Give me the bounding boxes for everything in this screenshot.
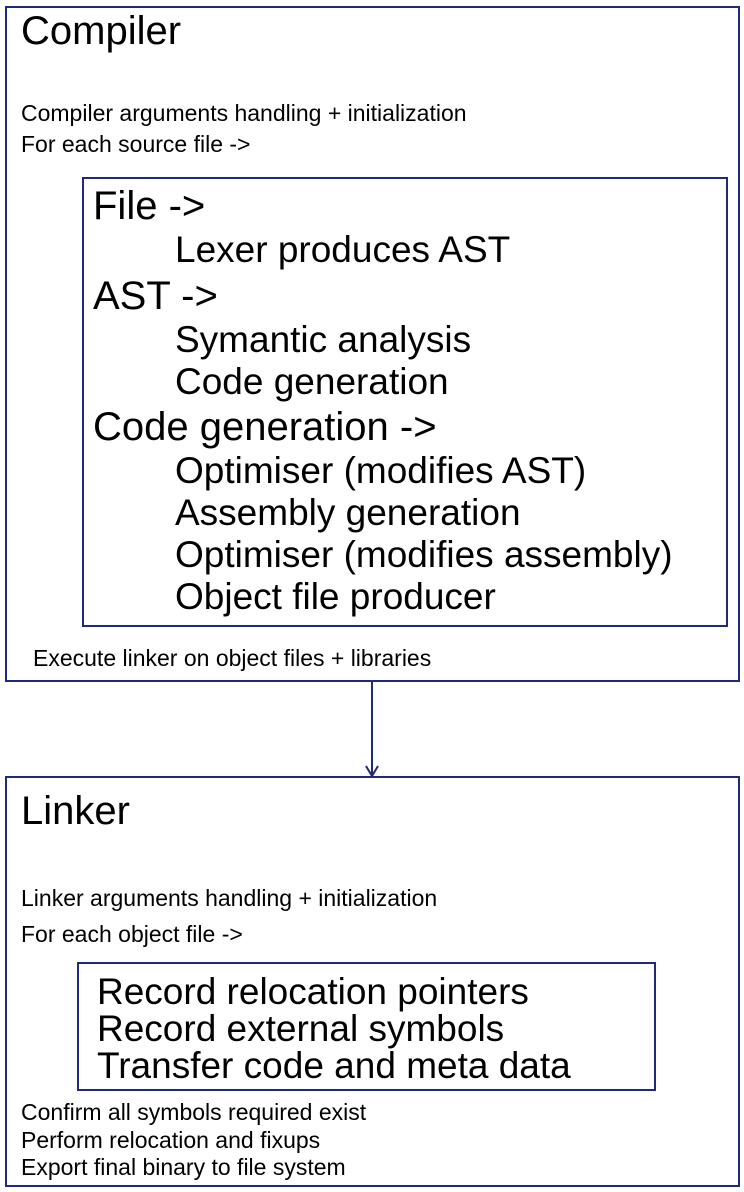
- codegen-heading: Code generation ->: [93, 405, 437, 449]
- lexer-step: Lexer produces AST: [175, 229, 511, 270]
- optimiser-ast-step: Optimiser (modifies AST): [175, 450, 587, 491]
- compiler-title: Compiler: [21, 9, 182, 53]
- confirm-symbols-line: Confirm all symbols required exist: [21, 1099, 367, 1125]
- compiler-source-loop-line: For each source file ->: [21, 131, 251, 157]
- perform-relocation-line: Perform relocation and fixups: [21, 1127, 321, 1153]
- record-relocation-step: Record relocation pointers: [97, 971, 529, 1012]
- linker-init-line: Linker arguments handling + initializati…: [21, 885, 438, 911]
- assembly-generation-step: Assembly generation: [175, 492, 521, 533]
- ast-heading: AST ->: [93, 274, 218, 318]
- optimiser-assembly-step: Optimiser (modifies assembly): [175, 534, 673, 575]
- object-file-producer-step: Object file producer: [175, 576, 496, 617]
- execute-linker-line: Execute linker on object files + librari…: [33, 645, 432, 671]
- compiler-init-line: Compiler arguments handling + initializa…: [21, 100, 467, 126]
- semantic-analysis-step: Symantic analysis: [175, 319, 472, 360]
- code-generation-step: Code generation: [175, 361, 449, 402]
- linker-object-loop-line: For each object file ->: [21, 921, 243, 947]
- compiler-inner-box: [82, 177, 728, 627]
- linker-inner-box: [77, 962, 656, 1091]
- record-external-symbols-step: Record external symbols: [97, 1008, 505, 1049]
- linker-title: Linker: [21, 789, 130, 833]
- export-binary-line: Export final binary to file system: [21, 1154, 346, 1180]
- transfer-code-step: Transfer code and meta data: [97, 1045, 571, 1086]
- file-heading: File ->: [93, 184, 206, 228]
